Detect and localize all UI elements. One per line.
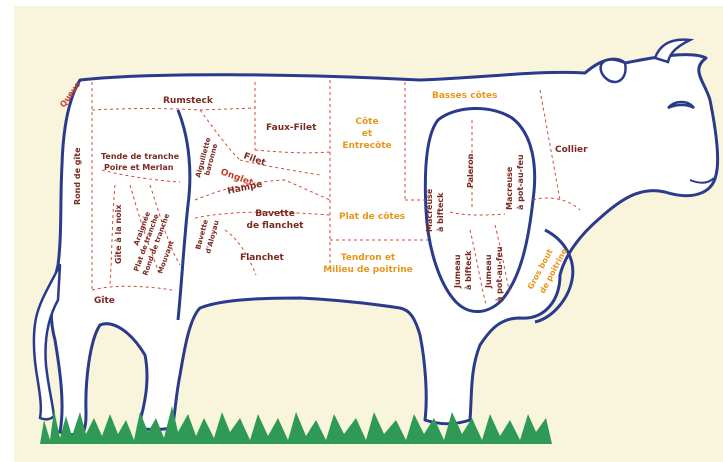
label-cote-1: Côte xyxy=(355,116,378,127)
label-rond-de-gite: Rond de gîte xyxy=(73,147,82,205)
label-macreuse-bifteck-1: Macreuse xyxy=(425,188,434,232)
label-cote-2: et xyxy=(362,129,373,139)
label-tendron-2: Milieu de poitrine xyxy=(323,265,413,275)
label-jumeau-bifteck-2: à bifteck xyxy=(464,250,473,290)
label-gite: Gîte xyxy=(94,296,115,306)
label-rumsteck: Rumsteck xyxy=(163,96,214,106)
label-gite-noix: Gîte à la noix xyxy=(114,204,123,264)
label-bavette-flanchet-2: de flanchet xyxy=(247,221,305,231)
label-tende-1: Tende de tranche xyxy=(101,152,180,161)
label-bavette-flanchet-1: Bavette xyxy=(255,209,295,219)
label-tende-2: Poire et Merlan xyxy=(104,163,174,172)
label-jumeau-pot-1: Jumeau xyxy=(484,254,493,289)
label-collier: Collier xyxy=(555,145,588,155)
label-macreuse-pot-2: à pot-au-feu xyxy=(516,154,525,210)
label-tendron-1: Tendron et xyxy=(341,253,396,263)
label-macreuse-pot-1: Macreuse xyxy=(505,166,514,210)
label-jumeau-pot-2: à pot-au-feu xyxy=(495,246,504,302)
label-flanchet: Flanchet xyxy=(240,253,285,263)
label-faux-filet: Faux-Filet xyxy=(266,123,317,133)
label-jumeau-bifteck-1: Jumeau xyxy=(453,254,462,289)
label-paleron: Paleron xyxy=(466,153,475,188)
label-macreuse-bifteck-2: à bifteck xyxy=(436,192,445,232)
label-basses-cotes: Basses côtes xyxy=(432,90,498,101)
label-plat-de-cotes: Plat de côtes xyxy=(339,211,405,222)
label-cote-3: Entrecôte xyxy=(342,140,391,151)
